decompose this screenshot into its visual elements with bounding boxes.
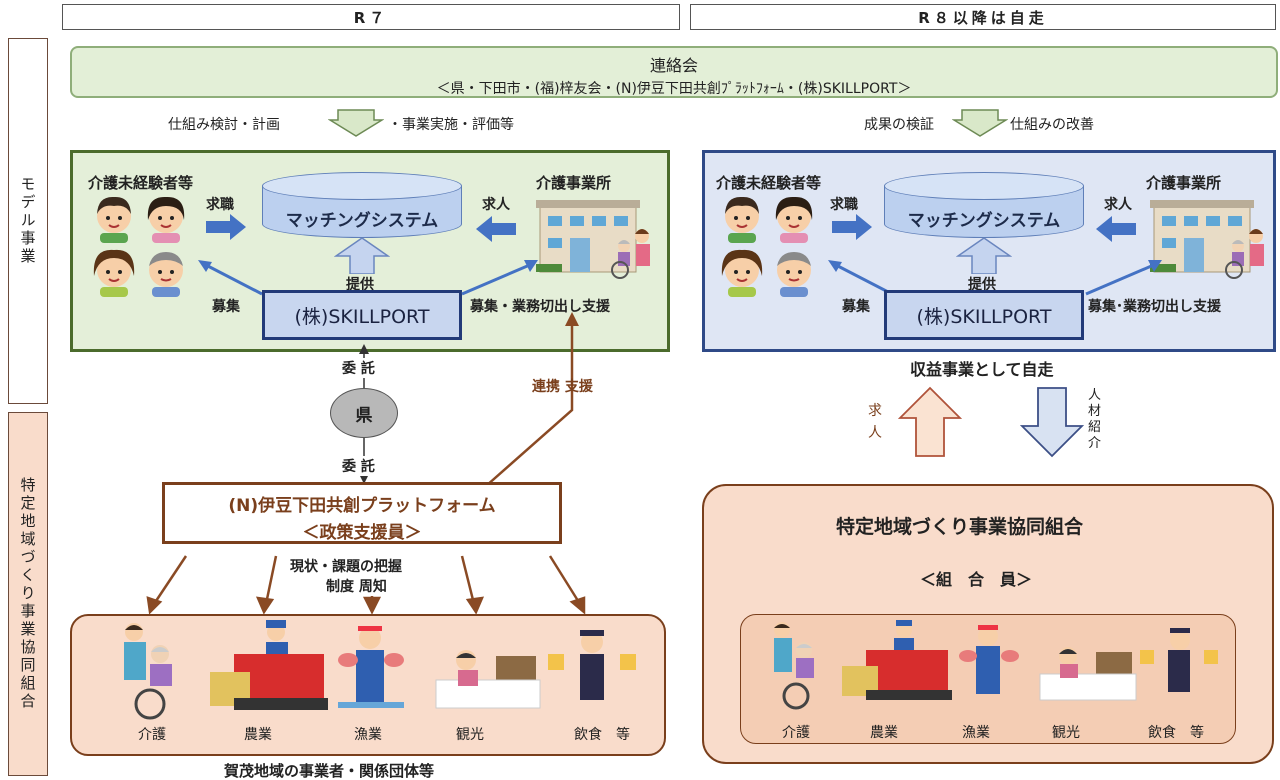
platform-box: (N)伊豆下田共創プラットフォーム ＜政策支援員＞ — [162, 482, 562, 544]
entrust-label-bottom: 委 託 — [342, 456, 375, 476]
left-support-arrow — [461, 260, 538, 296]
cooperation-label: 連携 支援 — [532, 379, 593, 395]
industries-illustration — [124, 620, 636, 720]
right-support-arrow — [1085, 260, 1162, 296]
right-jobseekers-label: 介護未経験者等 — [716, 174, 822, 192]
header-r7: R７ — [62, 4, 680, 30]
left-apply-label: 求職 — [206, 197, 234, 213]
header-r8: R８以降は自走 — [690, 4, 1276, 30]
care-facility-illustration — [536, 200, 650, 279]
category-agri-left: 農業 — [244, 727, 272, 743]
union-title: 特定地域づくり事業協同組合 — [836, 516, 1084, 538]
category-tour-right: 観光 — [1052, 725, 1080, 741]
left-skillport-box: (株)SKILLPORT — [262, 290, 462, 340]
side-label-model-text: モデル事業 — [18, 176, 37, 266]
left-job-offer-label: 求人 — [482, 197, 510, 213]
platform-fan-arrows — [146, 555, 586, 615]
platform-title: (N)伊豆下田共創プラットフォーム — [228, 496, 496, 516]
entrust-label-top: 委 託 — [342, 358, 375, 378]
liaison-members: ＜県・下田市・(福)梓友会・(N)伊豆下田共創ﾌﾟﾗｯﾄﾌｫｰﾑ・(株)SKIL… — [436, 81, 912, 97]
flow-left-a: 仕組み検討・計画 — [168, 117, 280, 133]
prefecture-label: 県 — [355, 405, 373, 426]
right-support-label: 募集･業務切出し支援 — [1088, 299, 1221, 315]
referral-down-arrow — [1020, 387, 1084, 458]
liaison-title: 連絡会 — [649, 56, 698, 75]
flow-left-b: ・事業実施・評価等 — [388, 117, 514, 133]
left-support-label: 募集・業務切出し支援 — [470, 299, 610, 315]
side-label-union-text: 特定地域づくり事業協同組合 — [18, 477, 37, 711]
survey-line-1: 現状・課題の把握 — [290, 556, 402, 576]
right-skillport-label: (株)SKILLPORT — [916, 305, 1052, 328]
right-job-offer-label: 求人 — [1104, 197, 1132, 213]
right-care-facility-illustration — [1150, 200, 1264, 279]
right-recruit-label: 募集 — [842, 299, 870, 315]
category-food-right: 飲食 等 — [1148, 725, 1204, 741]
platform-subtitle: ＜政策支援員＞ — [302, 523, 422, 543]
cooperation-connector — [485, 312, 579, 487]
liaison-council: 連絡会 ＜県・下田市・(福)梓友会・(N)伊豆下田共創ﾌﾟﾗｯﾄﾌｫｰﾑ・(株)… — [70, 46, 1278, 98]
category-fish-right: 漁業 — [962, 725, 990, 741]
category-care-left: 介護 — [138, 727, 166, 743]
job-offer-up-label: 求人 — [868, 403, 882, 441]
right-provide-arrow — [956, 238, 1012, 274]
self-run-label: 収益事業として自走 — [910, 360, 1054, 379]
right-jobseeker-faces-illustration — [721, 196, 813, 297]
prefecture-circle: 県 — [330, 388, 398, 438]
right-employer-label: 介護事業所 — [1146, 174, 1222, 192]
left-jobseekers-label: 介護未経験者等 — [88, 174, 194, 192]
flow-right-down-arrow — [952, 109, 1008, 137]
local-businesses-caption: 賀茂地域の事業者・関係団体等 — [224, 762, 435, 780]
union-members-label: ＜組 合 員＞ — [920, 570, 1033, 589]
category-care-right: 介護 — [782, 725, 810, 741]
job-offer-up-arrow — [898, 386, 962, 457]
jobseeker-faces-illustration — [93, 196, 185, 297]
left-provide-label: 提供 — [346, 277, 374, 293]
left-matching-system: マッチングシステム — [262, 172, 462, 238]
left-recruit-label: 募集 — [212, 299, 240, 315]
flow-right-a: 成果の検証 — [864, 117, 934, 133]
left-recruit-arrow — [198, 260, 263, 296]
left-matching-system-label: マッチングシステム — [285, 211, 439, 231]
right-matching-system-label: マッチングシステム — [907, 211, 1061, 231]
right-matching-system: マッチングシステム — [884, 172, 1084, 238]
side-label-union: 特定地域づくり事業協同組合 — [8, 412, 48, 776]
flow-right-b: 仕組みの改善 — [1010, 117, 1094, 133]
right-provide-label: 提供 — [968, 277, 996, 293]
right-job-offer-arrow — [1096, 216, 1136, 242]
right-apply-arrow — [832, 214, 872, 240]
right-apply-label: 求職 — [830, 197, 858, 213]
survey-line-2: 制度 周知 — [326, 576, 387, 596]
union-industries-illustration — [774, 620, 1218, 710]
referral-down-label: 人材紹介 — [1088, 388, 1102, 451]
category-fish-left: 漁業 — [354, 727, 382, 743]
right-skillport-box: (株)SKILLPORT — [884, 290, 1084, 340]
category-tour-left: 観光 — [456, 727, 484, 743]
side-label-model: モデル事業 — [8, 38, 48, 404]
right-recruit-arrow — [828, 260, 893, 296]
category-food-left: 飲食 等 — [574, 727, 630, 743]
flow-left-down-arrow — [328, 109, 384, 137]
left-employer-label: 介護事業所 — [536, 174, 612, 192]
left-skillport-label: (株)SKILLPORT — [294, 305, 430, 328]
left-provide-arrow — [334, 238, 390, 274]
left-job-offer-arrow — [476, 216, 516, 242]
left-apply-arrow — [206, 214, 246, 240]
category-agri-right: 農業 — [870, 725, 898, 741]
